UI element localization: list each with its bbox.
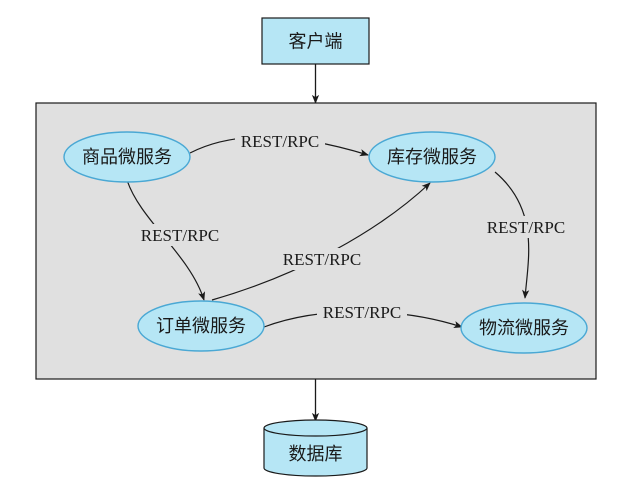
svg-text:REST/RPC: REST/RPC (283, 250, 361, 269)
service-label-logistics: 物流微服务 (479, 318, 569, 339)
edge-label-order-inventory: REST/RPC (277, 248, 367, 270)
service-node-logistics: 物流微服务 (460, 302, 588, 354)
client-node: 客户端 (261, 17, 370, 65)
edge-label-product-inventory: REST/RPC (235, 130, 325, 152)
service-node-order: 订单微服务 (137, 300, 265, 352)
service-label-inventory: 库存微服务 (387, 147, 477, 168)
svg-text:REST/RPC: REST/RPC (141, 226, 219, 245)
svg-text:REST/RPC: REST/RPC (487, 218, 565, 237)
database-node: 数据库 (263, 419, 368, 477)
svg-text:REST/RPC: REST/RPC (323, 303, 401, 322)
svg-text:REST/RPC: REST/RPC (241, 132, 319, 151)
service-label-order: 订单微服务 (156, 316, 246, 337)
database-label: 数据库 (289, 444, 343, 465)
client-label: 客户端 (289, 32, 343, 53)
service-node-product: 商品微服务 (63, 131, 191, 183)
service-node-inventory: 库存微服务 (368, 131, 496, 183)
service-label-product: 商品微服务 (82, 147, 172, 168)
edge-label-order-logistics: REST/RPC (317, 301, 407, 323)
edge-label-inventory-logistics: REST/RPC (481, 216, 571, 238)
edge-label-product-order: REST/RPC (135, 224, 225, 246)
